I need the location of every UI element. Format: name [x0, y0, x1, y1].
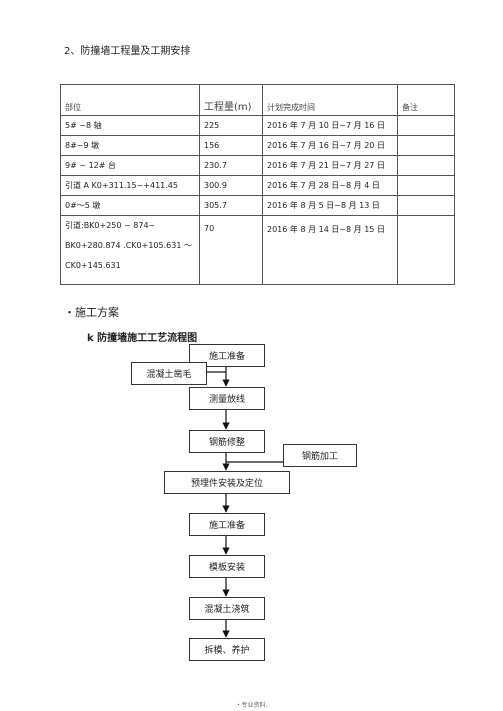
cell-part-line: BK0+280.874 .CK0+105.631 ～: [65, 241, 192, 250]
table-header-row: 部位 工程量(m) 计划完成时间 备注: [60, 84, 455, 116]
flow-step-survey: 测量放线: [189, 387, 265, 410]
flow-step-concrete-pouring: 混凝土浇筑: [189, 597, 265, 620]
flow-side-rebar-processing: 钢筋加工: [283, 444, 357, 467]
header-remarks: 备注: [397, 84, 455, 116]
schedule-table: 部位 工程量(m) 计划完成时间 备注 5# ~8 轴 225 2016 年 7…: [60, 84, 455, 285]
cell-part-line: 引道:BK0+250 ~ 874~: [65, 221, 156, 230]
table-row: 9# ~ 12# 台 230.7 2016 年 7 月 21 日~7 月 27 …: [60, 155, 455, 176]
table-row: 引道 A K0+311.15~+411.45 300.9 2016 年 7 月 …: [60, 175, 455, 196]
section-heading: 2、防撞墙工程量及工期安排: [64, 46, 191, 57]
table-row: 0#～5 墩 305.7 2016 年 8 月 5 日~8 月 13 日: [60, 195, 455, 216]
cell-schedule: 2016 年 8 月 14 日~8 月 15 日: [262, 215, 398, 285]
cell-part-line: CK0+145.631: [65, 261, 121, 270]
cell-part: 引道:BK0+250 ~ 874~ BK0+280.874 .CK0+105.6…: [60, 215, 200, 285]
flow-side-concrete-roughening: 混凝土凿毛: [131, 362, 207, 385]
header-schedule: 计划完成时间: [262, 84, 398, 116]
flow-step-embedded-parts: 预埋件安装及定位: [164, 471, 290, 494]
flow-step-rebar-trimming: 钢筋修整: [189, 430, 265, 453]
flow-step-demolding-curing: 拆模、养护: [189, 638, 265, 661]
cell-quantity: 70: [199, 215, 263, 285]
table-row: 引道:BK0+250 ~ 874~ BK0+280.874 .CK0+105.6…: [60, 215, 455, 285]
cell-remarks: [397, 215, 455, 285]
flow-step-preparation: 施工准备: [189, 344, 265, 367]
flowchart-title: k 防撞墙施工工艺流程图: [87, 333, 198, 344]
plan-heading: ・施工方案: [64, 306, 119, 319]
footer-note: ・专业资料.: [235, 702, 268, 709]
table-row: 8#~9 墩 156 2016 年 7 月 16 日~7 月 20 日: [60, 135, 455, 156]
flow-step-formwork: 模板安装: [189, 555, 265, 578]
flow-step-preparation-2: 施工准备: [189, 513, 265, 536]
table-row: 5# ~8 轴 225 2016 年 7 月 10 日~7 月 16 日: [60, 115, 455, 136]
